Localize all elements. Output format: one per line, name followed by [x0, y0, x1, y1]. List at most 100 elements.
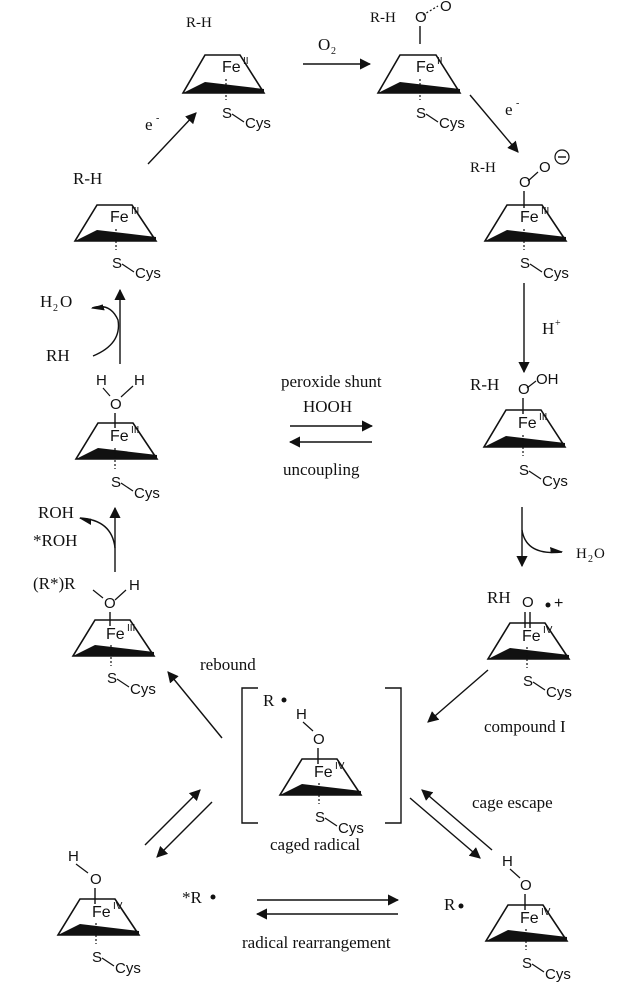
- svg-text:*R: *R: [182, 888, 203, 907]
- rebound-label: rebound: [200, 655, 256, 674]
- svg-text:S: S: [222, 105, 232, 122]
- svg-text:S: S: [520, 255, 530, 272]
- svg-text:H: H: [296, 706, 307, 723]
- arrow-water-release: [521, 529, 564, 554]
- svg-text:Fe: Fe: [110, 428, 129, 445]
- radical-rearrangement-label: radical rearrangement: [242, 933, 391, 952]
- svg-text:O: O: [440, 0, 452, 15]
- svg-text:Fe: Fe: [522, 628, 541, 645]
- svg-text:OH: OH: [536, 371, 559, 388]
- svg-text:O: O: [90, 871, 102, 888]
- svg-text:III: III: [131, 425, 139, 436]
- svg-text:IV: IV: [335, 761, 345, 772]
- svg-text:RH: RH: [46, 346, 70, 365]
- species-fe-iii-substrate-bound: R-H Fe III S Cys: [73, 169, 161, 282]
- svg-text:H: H: [576, 546, 587, 562]
- svg-text:O: O: [518, 381, 530, 398]
- svg-text:O: O: [519, 174, 531, 191]
- substrate-label: R-H: [186, 15, 212, 31]
- svg-text:O: O: [415, 9, 427, 26]
- svg-text:2: 2: [53, 303, 58, 314]
- svg-text:*ROH: *ROH: [33, 531, 77, 550]
- svg-text:-: -: [156, 113, 159, 124]
- svg-text:IV: IV: [113, 901, 123, 912]
- svg-text:2: 2: [588, 554, 593, 565]
- svg-text:H: H: [134, 372, 145, 389]
- svg-text:O: O: [318, 35, 330, 54]
- svg-text:IV: IV: [543, 625, 553, 636]
- svg-text:peroxide shunt: peroxide shunt: [281, 372, 382, 391]
- arrow-rebound: [167, 671, 223, 739]
- svg-text:Cys: Cys: [135, 265, 161, 282]
- species-fe-ii-resting: R-H Fe II S Cys: [181, 15, 271, 132]
- svg-text:Cys: Cys: [542, 473, 568, 490]
- cage-escape-label: cage escape: [472, 793, 553, 812]
- svg-text:III: III: [539, 412, 547, 423]
- svg-text:Cys: Cys: [439, 115, 465, 132]
- svg-text:S: S: [523, 673, 533, 690]
- porphyrin-wedge: [183, 82, 264, 93]
- svg-text:Fe: Fe: [520, 910, 539, 927]
- svg-text:S: S: [92, 949, 102, 966]
- svg-text:Fe: Fe: [92, 904, 111, 921]
- svg-text:H: H: [502, 853, 513, 870]
- svg-text:Fe: Fe: [518, 415, 537, 432]
- svg-text:uncoupling: uncoupling: [283, 460, 360, 479]
- svg-text:III: III: [131, 206, 139, 217]
- svg-text:R-H: R-H: [370, 10, 396, 26]
- arrow-h-abstraction: [427, 669, 489, 723]
- svg-text:Fe: Fe: [222, 59, 241, 76]
- svg-text:R-H: R-H: [470, 375, 499, 394]
- species-fe-iii-aqua: H O H Fe III S Cys: [74, 372, 160, 502]
- svg-text:ROH: ROH: [38, 503, 74, 522]
- svg-text:RH: RH: [487, 588, 511, 607]
- svg-text:S: S: [519, 462, 529, 479]
- svg-text:O: O: [520, 877, 532, 894]
- svg-text:O: O: [522, 594, 534, 611]
- svg-text:III: III: [541, 206, 549, 217]
- svg-text:H: H: [542, 319, 554, 338]
- svg-text:+: +: [555, 318, 561, 329]
- svg-text:R-H: R-H: [470, 160, 496, 176]
- svg-text:Cys: Cys: [338, 820, 364, 837]
- svg-text:Cys: Cys: [545, 966, 571, 983]
- svg-text:Fe: Fe: [520, 209, 539, 226]
- svg-text:S: S: [522, 955, 532, 972]
- svg-text:O: O: [313, 731, 325, 748]
- svg-text:HOOH: HOOH: [303, 397, 352, 416]
- svg-text:S: S: [112, 255, 122, 272]
- svg-text:Cys: Cys: [245, 115, 271, 132]
- svg-text:Fe: Fe: [106, 626, 125, 643]
- svg-text:II: II: [437, 56, 443, 67]
- svg-text:H: H: [96, 372, 107, 389]
- svg-text:O: O: [60, 292, 72, 311]
- svg-text:Fe: Fe: [416, 59, 435, 76]
- svg-text:O: O: [539, 159, 551, 176]
- svg-text:e: e: [145, 115, 153, 134]
- svg-text:O: O: [104, 595, 116, 612]
- svg-text:e: e: [505, 100, 513, 119]
- species-caged-radical: R H O Fe IV S Cys caged radical: [241, 687, 402, 854]
- svg-text:R: R: [444, 895, 456, 914]
- svg-text:H: H: [68, 848, 79, 865]
- species-fe-iv-hydroxo-rearranged: *R H O Fe IV S Cys: [56, 848, 216, 977]
- species-fe-iii-hydroperoxo: R-H O OH Fe III S Cys: [470, 371, 568, 490]
- svg-text:S: S: [111, 474, 121, 491]
- svg-text:O: O: [110, 396, 122, 413]
- arrow-first-reduction: [147, 112, 197, 165]
- svg-text:IV: IV: [541, 907, 551, 918]
- species-fe-iii-alcohol-complex: (R*)R O H Fe III S Cys: [33, 574, 156, 698]
- svg-text:R-H: R-H: [73, 169, 102, 188]
- svg-text:2: 2: [331, 46, 336, 57]
- svg-text:H: H: [40, 292, 52, 311]
- species-fe-iii-superoxo: R-H O O Fe III S Cys: [470, 149, 570, 282]
- svg-text:S: S: [315, 809, 325, 826]
- svg-text:-: -: [516, 98, 519, 109]
- svg-text:III: III: [127, 623, 135, 634]
- svg-text:H: H: [129, 577, 140, 594]
- caged-radical-label: caged radical: [270, 835, 360, 854]
- species-fe-ii-dioxygen: R-H O O Fe II S Cys: [370, 0, 465, 132]
- svg-text:Cys: Cys: [546, 684, 572, 701]
- species-fe-iv-hydroxo-escaped: R H O Fe IV S Cys: [444, 853, 571, 983]
